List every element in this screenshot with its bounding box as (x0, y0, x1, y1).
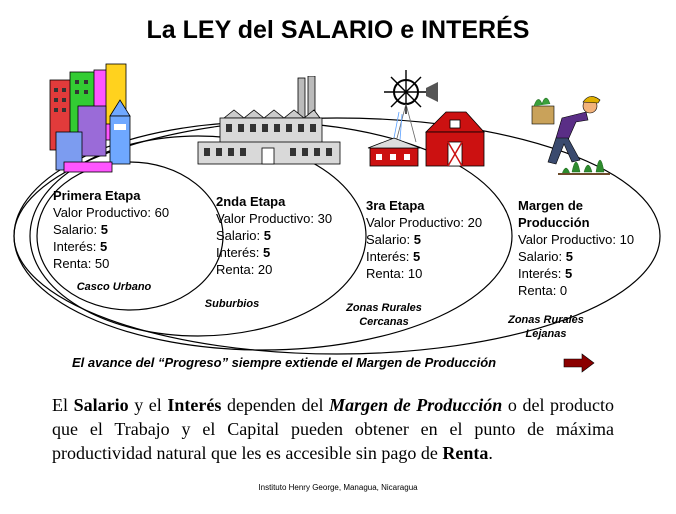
right-arrow-icon (563, 353, 595, 373)
salario-line: Salario: 5 (366, 232, 421, 247)
salario-line: Salario: 5 (518, 249, 573, 264)
renta-term: Renta (442, 443, 489, 463)
interes-line: Interés: 5 (53, 239, 108, 254)
stage-heading: Producción (518, 215, 590, 230)
stage-margen: Margen de Producción Valor Productivo: 1… (518, 197, 634, 299)
valor-productivo: Valor Productivo: 20 (366, 215, 483, 230)
factory-icon (197, 76, 341, 165)
city-towers-icon (49, 63, 131, 173)
zone-line: Cercanas (359, 316, 409, 328)
margen-term: Margen de Producción (329, 395, 503, 415)
valor-productivo: Valor Productivo: 10 (518, 232, 635, 247)
interes-value: 5 (412, 249, 421, 264)
zone-line: Zonas Rurales (346, 302, 422, 314)
interes-line: Interés: 5 (216, 245, 271, 260)
oval-suburbios (29, 135, 367, 337)
stage-segunda: 2nda Etapa Valor Productivo: 30 Salario:… (216, 193, 332, 278)
stage-tercera: 3ra Etapa Valor Productivo: 20 Salario: … (366, 197, 482, 282)
progress-statement: El avance del “Progreso” siempre extiend… (72, 355, 497, 370)
stage-primera: Primera Etapa Valor Productivo: 60 Salar… (53, 187, 169, 272)
stage-heading: Primera Etapa (53, 188, 141, 203)
interes-value: 5 (262, 245, 271, 260)
salario-line: Salario: 5 (216, 228, 271, 243)
stage-heading: 3ra Etapa (366, 198, 425, 213)
interes-value: 5 (99, 239, 108, 254)
renta-line: Renta: 50 (53, 256, 110, 271)
renta-line: Renta: 0 (518, 283, 568, 298)
zone-line: Zonas Rurales (508, 314, 584, 326)
interes-line: Interés: 5 (366, 249, 421, 264)
valor-productivo: Valor Productivo: 30 (216, 211, 333, 226)
explanation-paragraph: El Salario y el Interés dependen del Mar… (52, 395, 615, 463)
zone-line: Lejanas (525, 328, 567, 340)
renta-line: Renta: 10 (366, 266, 423, 281)
zone-rurales-cercanas: Zonas Rurales Cercanas (328, 301, 440, 329)
credit-line: Instituto Henry George, Managua, Nicarag… (258, 483, 418, 492)
salario-value: 5 (100, 222, 108, 237)
zone-casco-urbano: Casco Urbano (76, 281, 152, 293)
salario-value: 5 (565, 249, 573, 264)
stage-heading: 2nda Etapa (216, 194, 286, 209)
zone-suburbios: Suburbios (204, 298, 260, 310)
page-title: La LEY del SALARIO e INTERÉS (146, 16, 530, 44)
interes-value: 5 (564, 266, 573, 281)
interes-line: Interés: 5 (518, 266, 573, 281)
farmer-planting-icon (531, 96, 610, 175)
salario-value: 5 (263, 228, 271, 243)
salario-value: 5 (413, 232, 421, 247)
renta-line: Renta: 20 (216, 262, 273, 277)
valor-productivo: Valor Productivo: 60 (53, 205, 170, 220)
salario-line: Salario: 5 (53, 222, 108, 237)
windmill-barn-icon (367, 70, 485, 167)
salario-term: Salario (73, 395, 129, 415)
oval-zonas-lejanas (13, 117, 661, 355)
interes-term: Interés (167, 395, 222, 415)
stage-heading: Margen de (518, 198, 584, 213)
zone-rurales-lejanas: Zonas Rurales Lejanas (490, 313, 602, 341)
